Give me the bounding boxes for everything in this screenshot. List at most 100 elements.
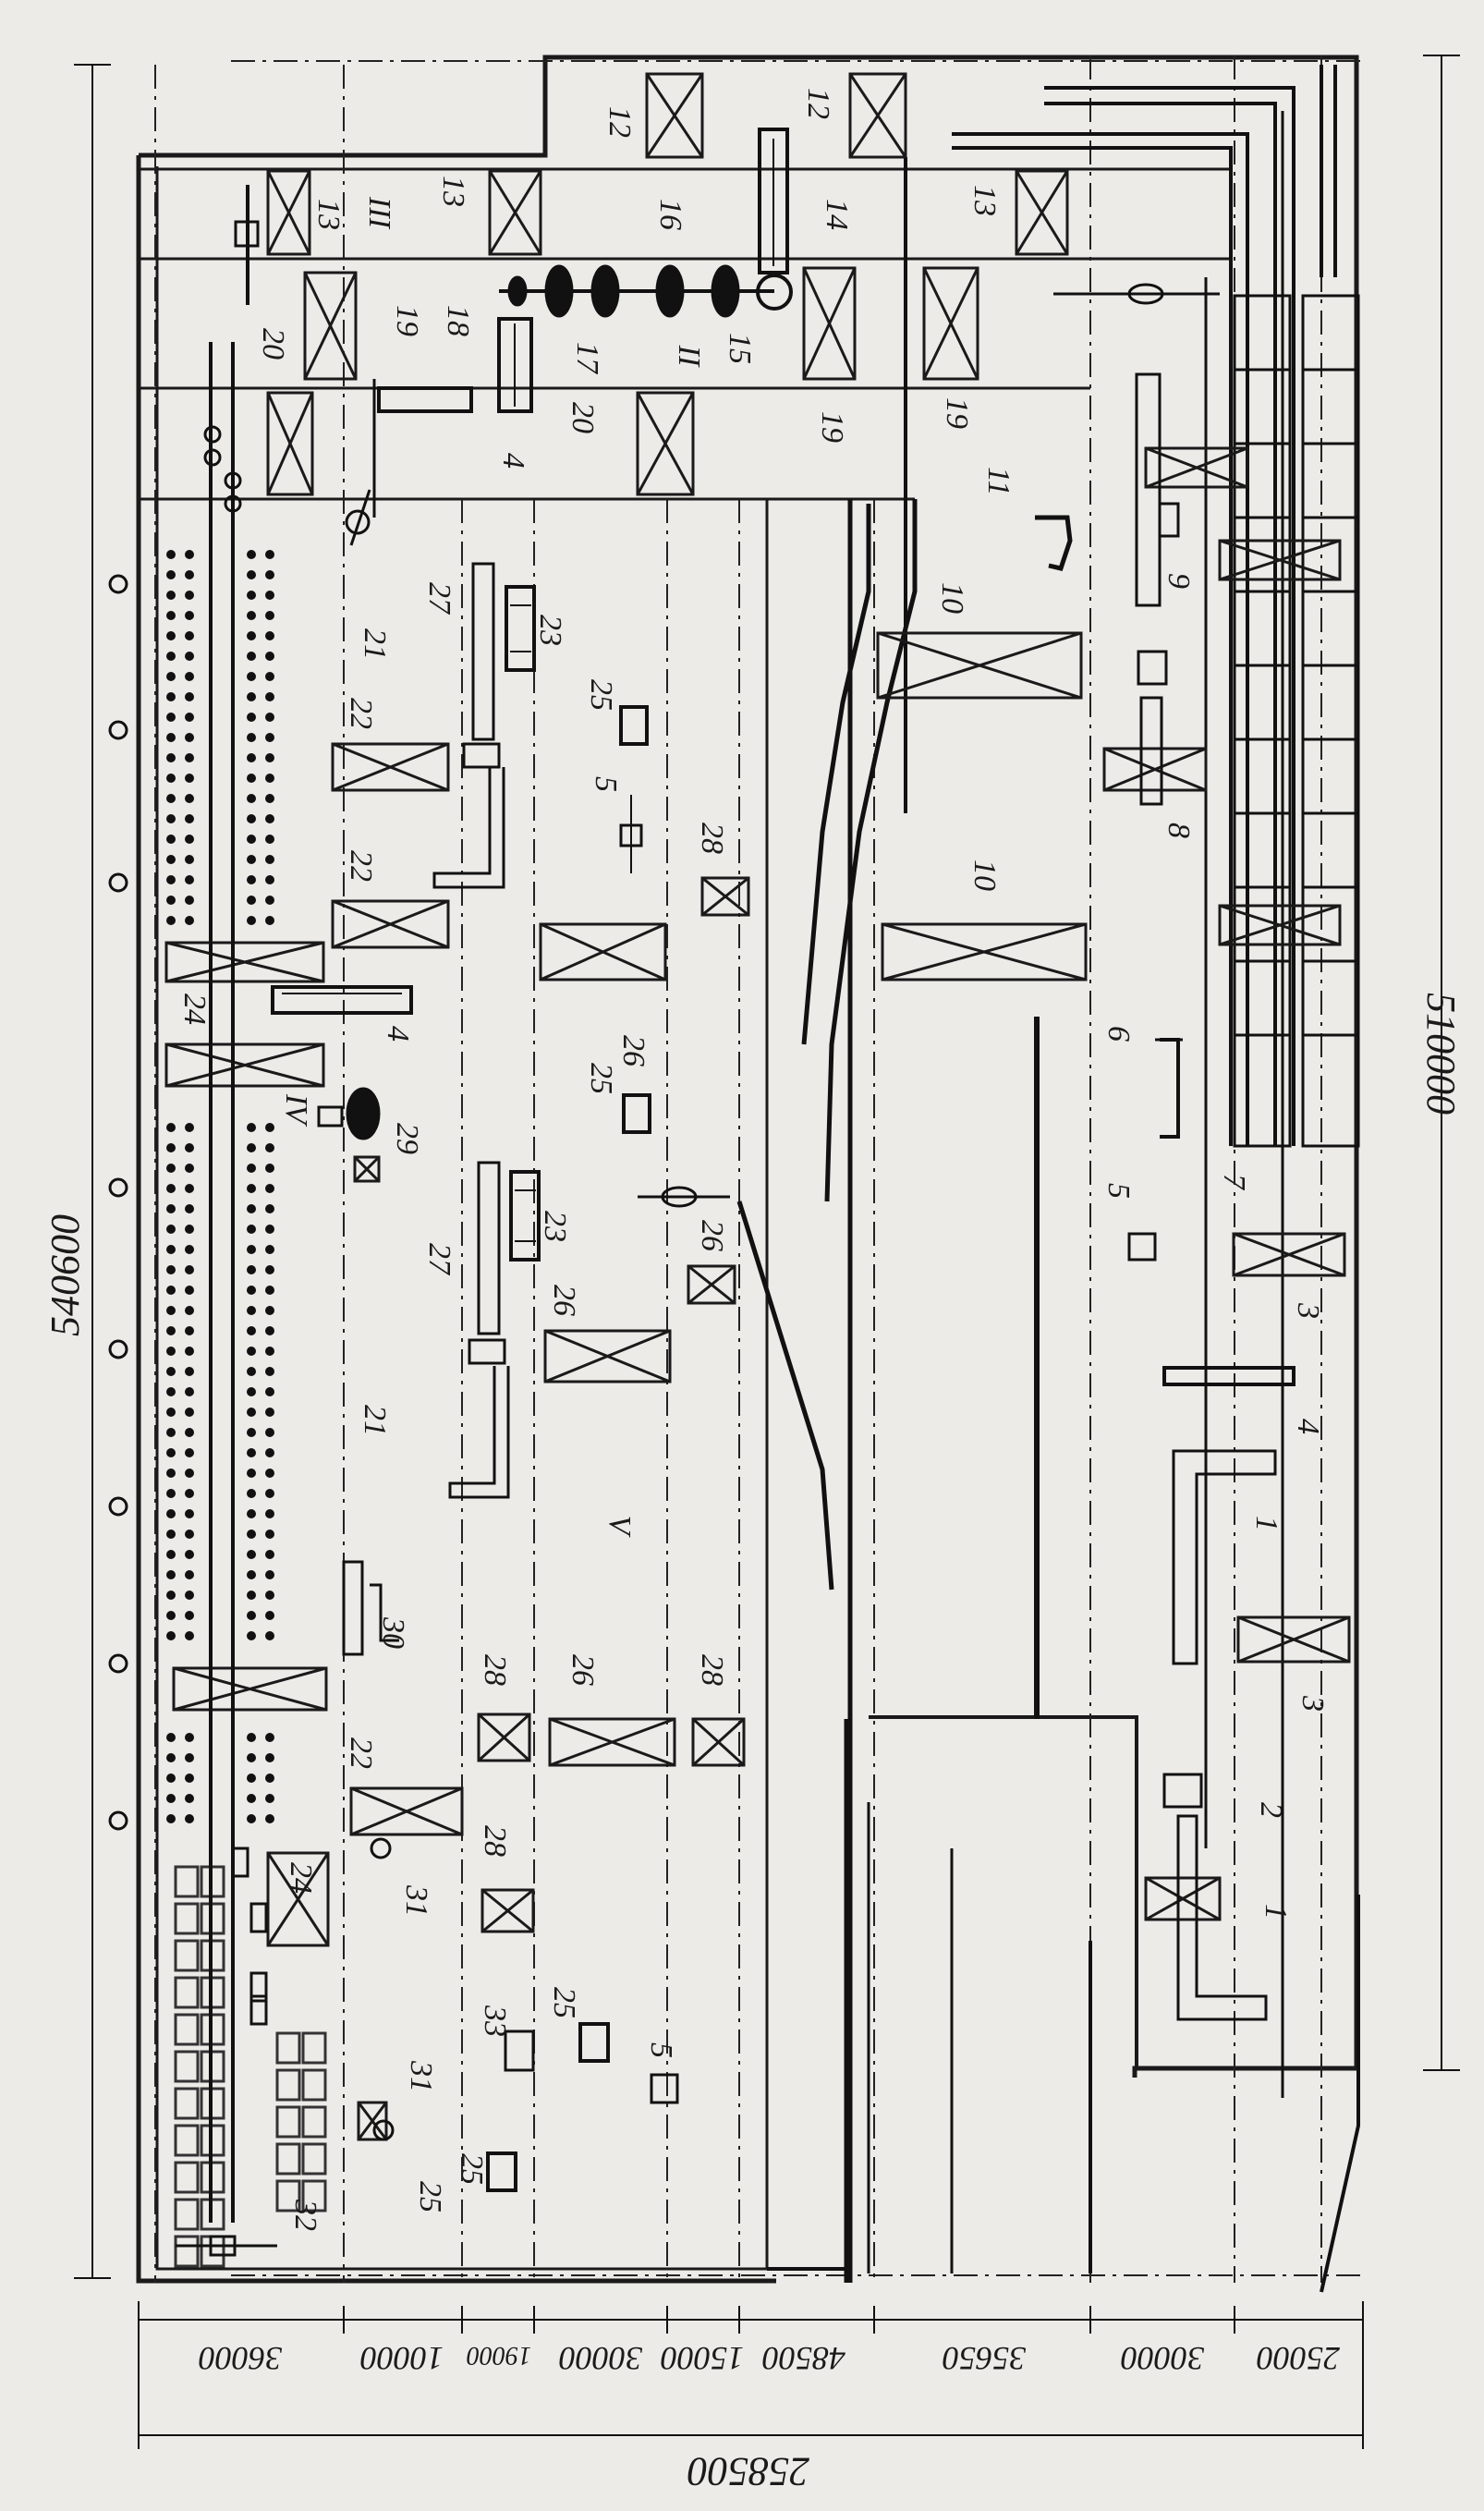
- storage-dot: [166, 570, 176, 579]
- storage-dot: [265, 814, 274, 823]
- storage-dot: [265, 1347, 274, 1356]
- storage-dot: [247, 1123, 256, 1132]
- storage-dot: [247, 1408, 256, 1417]
- label-25c: 25: [547, 1987, 581, 2018]
- label-27b: 27: [422, 1243, 456, 1276]
- building-outline: [136, 55, 1359, 2284]
- storage-dot: [265, 570, 274, 579]
- label-4a: 4: [496, 453, 530, 469]
- storage-dot: [265, 1550, 274, 1559]
- dimension-labels: 540600 510000 258500 36000 10000 19000 3…: [43, 993, 1464, 2494]
- storage-dot: [265, 1570, 274, 1579]
- storage-dot: [185, 1123, 194, 1132]
- storage-dot: [185, 794, 194, 803]
- dim-span-7: 35650: [943, 2340, 1027, 2377]
- storage-dot: [166, 672, 176, 681]
- storage-dot: [247, 1753, 256, 1762]
- storage-dot: [247, 1306, 256, 1315]
- storage-dot: [166, 794, 176, 803]
- label-22c: 22: [344, 1737, 378, 1769]
- storage-dot: [185, 591, 194, 600]
- storage-dot: [185, 1774, 194, 1783]
- storage-dot: [166, 1184, 176, 1193]
- machines: [271, 128, 1295, 2192]
- label-25a: 25: [584, 679, 618, 711]
- storage-dot: [265, 1814, 274, 1823]
- rack-cell: [301, 2105, 327, 2139]
- label-23a: 23: [533, 615, 567, 646]
- storage-dot: [166, 835, 176, 844]
- storage-dot: [185, 692, 194, 701]
- dim-span-9: 25000: [1257, 2340, 1340, 2377]
- storage-dot: [185, 550, 194, 559]
- storage-dot: [247, 875, 256, 884]
- storage-dot: [166, 713, 176, 722]
- storage-dot: [166, 1774, 176, 1783]
- storage-dot: [166, 753, 176, 762]
- storage-dot: [265, 1611, 274, 1620]
- storage-dot: [265, 1448, 274, 1457]
- storage-dot: [166, 652, 176, 661]
- storage-dot: [265, 1306, 274, 1315]
- label-28d: 28: [478, 1825, 512, 1857]
- storage-dot: [185, 1814, 194, 1823]
- storage-dot: [265, 1265, 274, 1274]
- label-19a: 19: [390, 305, 424, 336]
- storage-dot: [185, 896, 194, 905]
- label-6: 6: [1101, 1026, 1136, 1042]
- storage-dot: [265, 652, 274, 661]
- storage-dot: [185, 1367, 194, 1376]
- storage-dot: [185, 1326, 194, 1335]
- rack-cell: [174, 1939, 200, 1972]
- storage-dot: [185, 1509, 194, 1518]
- storage-dot: [247, 591, 256, 600]
- storage-dot: [265, 1428, 274, 1437]
- storage-dot: [265, 1367, 274, 1376]
- label-24a: 24: [177, 993, 212, 1025]
- storage-dot: [166, 1530, 176, 1539]
- label-15: 15: [723, 333, 757, 364]
- storage-dot: [247, 1570, 256, 1579]
- storage-dot: [247, 1448, 256, 1457]
- label-25b: 25: [584, 1063, 618, 1094]
- storage-dot: [265, 1530, 274, 1539]
- storage-dot: [166, 1306, 176, 1315]
- label-12a: 12: [602, 106, 637, 138]
- storage-dot: [247, 1794, 256, 1803]
- label-20a: 20: [256, 328, 290, 360]
- label-1b: 1: [1259, 1904, 1293, 1920]
- storage-dot: [185, 1591, 194, 1600]
- storage-dot: [247, 652, 256, 661]
- storage-dot: [247, 1143, 256, 1152]
- storage-dot: [185, 1164, 194, 1173]
- storage-dot: [265, 1591, 274, 1600]
- storage-dot: [166, 1733, 176, 1742]
- label-26d: 26: [566, 1654, 600, 1686]
- storage-dot: [166, 1550, 176, 1559]
- label-27a: 27: [422, 582, 456, 616]
- label-32: 32: [288, 2199, 322, 2231]
- dim-span-2: 10000: [360, 2340, 444, 2377]
- crane-runways: [952, 65, 1337, 1146]
- storage-dot: [166, 1509, 176, 1518]
- storage-dot: [185, 1733, 194, 1742]
- crane-rails: [767, 111, 1360, 2293]
- storage-dot: [247, 1428, 256, 1437]
- section-V: V: [602, 1516, 637, 1539]
- storage-dot: [185, 835, 194, 844]
- label-25e: 25: [413, 2181, 447, 2212]
- storage-dot: [265, 1245, 274, 1254]
- rack-cell: [174, 2013, 200, 2046]
- storage-dot: [265, 753, 274, 762]
- storage-dot: [265, 1631, 274, 1640]
- storage-dot: [247, 1530, 256, 1539]
- storage-dot: [166, 855, 176, 864]
- label-1a: 1: [1249, 1516, 1283, 1531]
- storage-dot: [265, 1286, 274, 1295]
- dim-span-4: 30000: [559, 2340, 643, 2377]
- storage-dot: [265, 875, 274, 884]
- storage-dot: [247, 611, 256, 620]
- storage-dot: [247, 1509, 256, 1518]
- storage-dot: [265, 1774, 274, 1783]
- rack-cell: [301, 2179, 327, 2212]
